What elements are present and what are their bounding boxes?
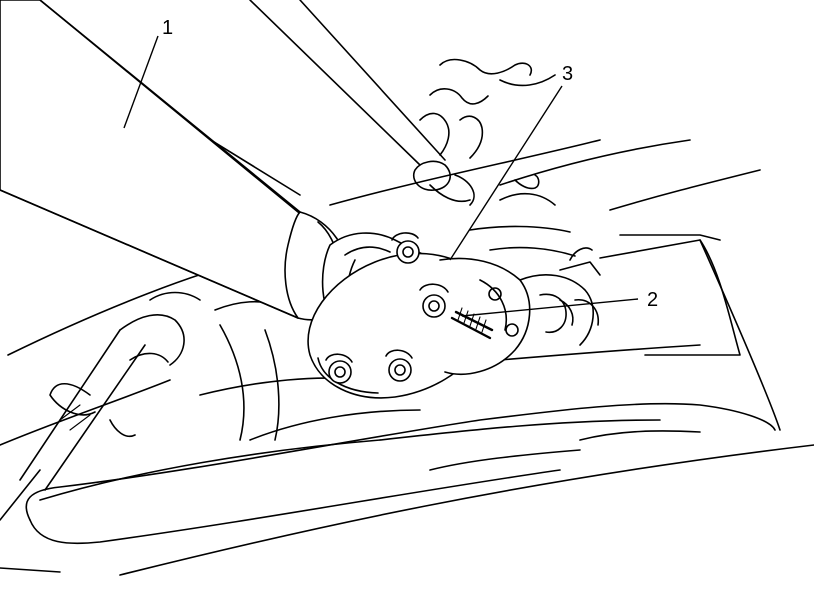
bolt-middle <box>419 283 449 318</box>
callout-1: 1 <box>162 17 173 39</box>
leader-line-1 <box>123 35 159 129</box>
bolt-lower-right <box>385 349 413 382</box>
callout-2: 2 <box>647 289 658 311</box>
leader-line-2 <box>461 298 639 317</box>
leader-line-3 <box>449 85 563 261</box>
matching-mark <box>450 307 494 340</box>
small-bolt <box>488 287 502 301</box>
flange-joint <box>307 232 531 399</box>
propeller-shaft <box>0 0 350 321</box>
differential-housing <box>469 174 601 346</box>
chassis-background <box>0 9 814 576</box>
callout-3: 3 <box>562 63 573 85</box>
wavy-hose <box>419 58 556 159</box>
bolt-upper <box>391 232 420 264</box>
bolt-lower-left <box>325 353 353 384</box>
small-bolt <box>505 323 519 337</box>
left-rod-assembly <box>0 291 201 521</box>
leader-lines <box>123 35 639 317</box>
flange-bolts <box>325 232 519 384</box>
upper-hose <box>249 0 475 206</box>
